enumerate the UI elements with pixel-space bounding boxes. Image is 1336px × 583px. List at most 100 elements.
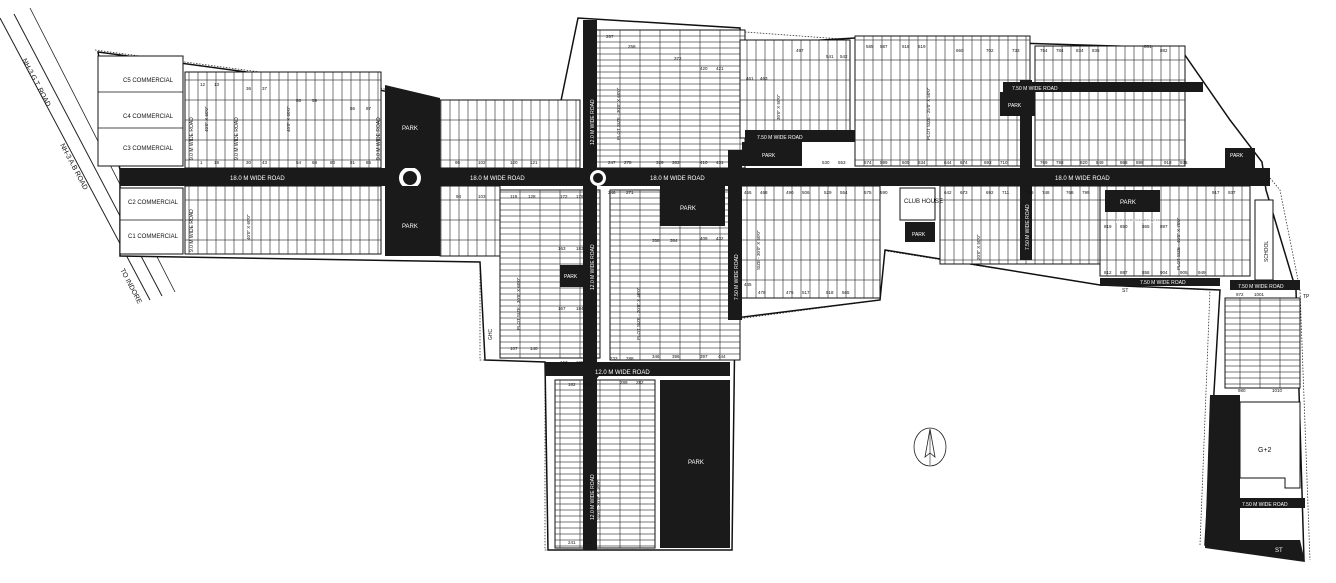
plot-number: 868 (1120, 160, 1128, 165)
plot-number: 43 (262, 160, 268, 165)
park-4 (560, 265, 585, 287)
highway-direction: TO INDORE (118, 268, 143, 306)
plot-number: 644 (944, 160, 952, 165)
plot-number: 518 (826, 290, 834, 295)
plot-number: 850 (1120, 224, 1128, 229)
park-label-8: PARK (1120, 200, 1136, 206)
plot-number: 18 (214, 160, 220, 165)
park-label-3: PARK (680, 206, 696, 212)
plot-number: 68 (312, 160, 318, 165)
plot-number: 87 (366, 106, 372, 111)
park-7 (1000, 92, 1035, 116)
plot-number: 183 (576, 246, 584, 251)
road-750-f (1100, 278, 1220, 286)
plot-number: 590 (880, 190, 888, 195)
school-label: SCHOOL (1264, 241, 1270, 262)
plot-number: 905 (1180, 270, 1188, 275)
plot-number: 820 (1080, 160, 1088, 165)
plot-number: 420 (700, 66, 708, 71)
park-labels: PARK PARK PARK PARK PARK PARK PARK PARK … (402, 103, 1278, 530)
plot-number: 182 (568, 382, 576, 387)
road-label-750-b: 7.50 M WIDE ROAD (757, 135, 803, 141)
park-11 (1205, 395, 1305, 562)
plot-number: 1 (200, 160, 203, 165)
road-750-b (1020, 80, 1032, 260)
plot-size-label: 20'0" X 50'0" (976, 234, 981, 260)
plot-number: 172 (560, 194, 568, 199)
plot-number: 444 (718, 354, 726, 359)
north-arrow-icon (913, 427, 947, 467)
plot-number: 754 (1040, 48, 1048, 53)
plot-number: 904 (1160, 270, 1168, 275)
plot-number: 634 (918, 160, 926, 165)
park-label-7: PARK (1008, 103, 1022, 109)
park-label-5: PARK (688, 460, 704, 466)
road-label-12m-c: 12.0 M WIDE ROAD (590, 244, 596, 290)
plot-size-label: PLOT SIZE - 30'0" X 60'0" (616, 87, 621, 140)
road-750-c (1003, 82, 1203, 92)
road-label-9m-c: 9.0 M WIDE ROAD (189, 209, 195, 252)
plot-number: 554 (840, 190, 848, 195)
plot-grids (184, 29, 1301, 549)
road-label-9m-b: 9.0 M WIDE ROAD (234, 117, 240, 160)
plot-number: 121 (530, 160, 538, 165)
plot-number: 94 (456, 194, 462, 199)
plot-number: 163 (560, 360, 568, 365)
plot-number: 542 (840, 54, 848, 59)
plot-size-label: PLOT SIZE - 30'0" X 60'0" (516, 277, 521, 330)
facilities: CLUB HOUSE SCHOOL G+2 GHC ST ST TP (488, 187, 1310, 554)
plot-number: 278 (624, 160, 632, 165)
plot-number: 937 (1228, 190, 1236, 195)
park-2 (385, 186, 440, 256)
ghc-label: GHC (488, 329, 494, 341)
plot-number: 102 (478, 160, 486, 165)
plot-number: 918 (1164, 160, 1172, 165)
plot-number: 478 (758, 290, 766, 295)
tp-label: TP (1303, 294, 1310, 300)
commercial-c2: C2 COMMERCIAL (128, 200, 179, 206)
plot-number: 85 (366, 160, 372, 165)
plot-number: 784 (1056, 48, 1064, 53)
plot-number: 887 (1120, 270, 1128, 275)
plot-number: 865 (1142, 224, 1150, 229)
plot-number: 619 (918, 44, 926, 49)
plot-number: 674 (960, 160, 968, 165)
road-label-18m-b: 18.0 M WIDE ROAD (470, 176, 525, 182)
plot-number: 1001 (1254, 292, 1265, 297)
plot-number: 288 (626, 356, 634, 361)
plot-size-label: PLOT SIZE - 25'0" X 50'0" (926, 87, 931, 140)
tower-label: G+2 (1258, 447, 1272, 454)
commercial-c3: C3 COMMERCIAL (123, 146, 174, 152)
plot-number: 768 (1066, 190, 1074, 195)
park-label-9: PARK (912, 232, 926, 238)
plot-number: 936 (1180, 160, 1188, 165)
road-label-18m-d: 18.0 M WIDE ROAD (1055, 176, 1110, 182)
plot-number: 660 (956, 48, 964, 53)
road-label-12m-d: 12.0 M WIDE ROAD (590, 474, 596, 520)
plot-number: 541 (826, 54, 834, 59)
plot-number: 107 (510, 346, 518, 351)
plot-number: 247 (608, 160, 616, 165)
plot-number: 282 (636, 380, 644, 385)
plot-numbers: 12 13 36 37 1 18 30 43 58 59 86 87 80 81… (200, 34, 1283, 545)
plot-number: 140 (530, 346, 538, 351)
plot-number: 329 (656, 160, 664, 165)
plot-number: 834 (1076, 48, 1084, 53)
plot-number: 748 (1042, 190, 1050, 195)
plot-number: 257 (606, 34, 614, 39)
plot-size-label: PLOT SIZE - 40'0" X 70'0" (1176, 217, 1181, 270)
plot-number: 120 (510, 160, 518, 165)
road-12m-vertical (583, 20, 597, 550)
plot-number: 506 (802, 190, 810, 195)
park-10 (1225, 148, 1255, 168)
plot-number: 163 (558, 246, 566, 251)
plot-number: 363 (672, 160, 680, 165)
plot-number: 185 (576, 360, 584, 365)
plot-number: 54 (296, 160, 302, 165)
plot-number: 189 (584, 382, 592, 387)
plot-number: 58 (296, 98, 302, 103)
road-label-9m-d: 9.0 M WIDE ROAD (376, 117, 382, 160)
park-6 (742, 142, 802, 166)
plot-number: 702 (986, 48, 994, 53)
plot-number: 80 (330, 160, 336, 165)
